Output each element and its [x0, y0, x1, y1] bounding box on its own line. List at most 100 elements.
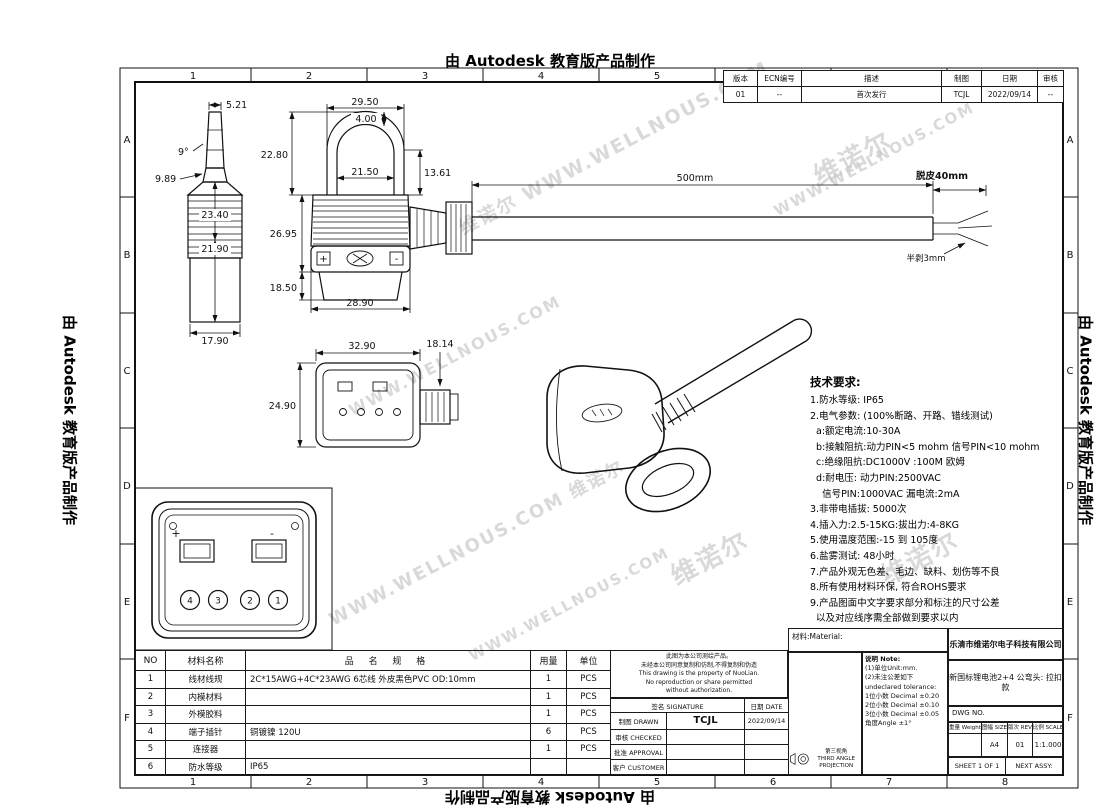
signature-row: 批准 APPROVAL: [610, 743, 789, 760]
tech-requirement-line: 8.所有使用材料环保, 符合ROHS要求: [810, 582, 967, 594]
note-line: 2位小数 Decimal ±0.10: [865, 701, 940, 710]
disclaimer: 此图为本公司测绘产品。 未经本公司同意复制和仿制,不得复制和伪造 This dr…: [610, 650, 788, 698]
product-title: 新国标锂电池2+4 公弯头: 拉扣款: [948, 660, 1063, 706]
technical-requirements: 技术要求: 1.防水等级: IP65 2.电气参数: (100%断路、开路、错线…: [810, 374, 1063, 627]
size-spec: 图幅 SIZE A4: [980, 723, 1008, 756]
side-view-dim-labels: 5.21 9° 9.89 23.40 21.90 17.90: [155, 100, 247, 347]
edu-banner-bottom: 由 Autodesk 教育版产品制作: [444, 788, 656, 806]
zone-label: B: [124, 250, 131, 261]
tech-requirement-line: c:绝缘阻抗:DC1000V :100M 欧姆: [810, 457, 965, 469]
signature-row: 客户 CUSTOMER: [610, 758, 789, 776]
projection-cell: 第三视角 THIRD ANGLE PROJECTION: [788, 652, 862, 775]
zone-label: 4: [538, 71, 544, 82]
pin-number: 2: [247, 597, 253, 607]
bom-row: 4 端子插针 铜镀镍 120U 6 PCS: [135, 722, 611, 741]
dimension-label: 9.89: [155, 174, 176, 185]
bom-row: 5 连接器 1 PCS: [135, 740, 611, 759]
zone-label: 1: [190, 777, 196, 788]
signature-row: 审核 CHECKED: [610, 728, 789, 745]
dimension-label: 23.40: [201, 210, 228, 221]
signature-header: 签名 SIGNATURE: [610, 698, 745, 713]
scale-spec: 比例 SCALE 1:1.000: [1031, 723, 1062, 756]
company-name: 乐清市维诺尔电子科技有限公司: [948, 628, 1063, 660]
signoff-role: 客户 CUSTOMER: [610, 758, 667, 776]
bom-cell: PCS: [566, 705, 611, 724]
signoff-signature: TCJL: [666, 712, 745, 730]
note-line: (1)单位Unit:mm.: [865, 664, 918, 673]
signoff-date: [744, 758, 789, 776]
bom-cell: 1: [530, 670, 567, 689]
size-value: A4: [989, 741, 1000, 749]
bottom-view: [315, 362, 459, 448]
signature-table: 签名 SIGNATURE 日期 DATE 制图 DRAWN TCJL 2022/…: [610, 698, 789, 776]
dimension-label: 24.90: [269, 401, 296, 412]
bom-cell: IP65: [245, 757, 531, 776]
enlarged-face-view: [134, 487, 333, 651]
projection-label-en: THIRD ANGLE PROJECTION: [817, 756, 855, 769]
notes-cell: 说明 Note: (1)单位Unit:mm. (2)未注公差如下 undecla…: [862, 652, 948, 775]
bom-cell: 3: [135, 705, 166, 724]
bom-header: 单位: [566, 650, 611, 671]
zone-label: E: [1067, 597, 1073, 608]
dimension-label: 32.90: [348, 341, 375, 352]
plus-mark: +: [319, 254, 327, 265]
bom-cell: [245, 705, 531, 724]
bom-cell: 2C*15AWG+4C*23AWG 6芯线 外皮黑色PVC OD:10mm: [245, 670, 531, 689]
pin-number: 4: [187, 597, 193, 607]
revision-header: 制图: [941, 70, 982, 87]
note-line: undeclared tolerance:: [865, 682, 937, 691]
dimension-label: 脱皮40mm: [916, 170, 968, 182]
zone-label: 4: [538, 777, 544, 788]
tech-requirement-line: 9.产品图面中文字要求部分和标注的尺寸公差: [810, 597, 1000, 609]
enlarged-face-labels: + - 4 3 2 1: [171, 527, 280, 607]
zone-label: A: [1067, 135, 1074, 146]
note-line: 3位小数 Decimal ±0.05: [865, 710, 940, 719]
signoff-role: 制图 DRAWN: [610, 712, 667, 730]
minus-mark: -: [270, 527, 274, 540]
cable-dimensions: [471, 181, 987, 255]
disclaimer-line: This drawing is the property of NuoLian.: [638, 670, 760, 678]
notes-title: 说明 Note:: [865, 655, 901, 663]
revision-cell: 首次发行: [801, 86, 942, 103]
dimension-label: 18.50: [270, 283, 297, 294]
revision-header: 描述: [801, 70, 942, 87]
zone-label: C: [124, 366, 131, 377]
bom-header: 品 名 规 格: [245, 650, 531, 671]
bom-cell: 外模胶料: [165, 705, 246, 724]
zone-label: 2: [306, 71, 312, 82]
bom-row: 2 内模材料 1 PCS: [135, 687, 611, 706]
zone-label: 5: [654, 71, 660, 82]
note-line: (2)未注公差如下: [865, 673, 914, 682]
tech-requirement-line: b:接触阻抗:动力PIN<5 mohm 信号PIN<10 mohm: [810, 441, 1040, 453]
bom-cell: 连接器: [165, 740, 246, 759]
dimension-label: 29.50: [351, 97, 378, 108]
dimension-label: 500mm: [677, 173, 714, 184]
third-angle-projection-icon: [790, 752, 809, 766]
bom-cell: 6: [530, 722, 567, 741]
zone-label: F: [1067, 713, 1073, 724]
plus-mark: +: [171, 527, 180, 540]
tech-requirement-line: a:额定电流:10-30A: [810, 426, 901, 438]
revision-header: 版本: [723, 70, 758, 87]
bom-cell: [566, 757, 611, 776]
scale-label: 比例 SCALE: [1032, 723, 1062, 734]
cable-dim-labels: 500mm 脱皮40mm 半剥3mm: [677, 170, 968, 264]
signoff-role: 审核 CHECKED: [610, 728, 667, 745]
bom-cell: [530, 757, 567, 776]
tech-requirement-line: 1.防水等级: IP65: [810, 395, 884, 406]
signoff-signature: [666, 758, 745, 776]
zone-ticks: [120, 68, 1078, 788]
bom-cell: 1: [135, 670, 166, 689]
dimension-label: 13.61: [424, 168, 451, 179]
bom-cell: [245, 740, 531, 759]
zone-label: 6: [770, 777, 776, 788]
front-view: [310, 110, 411, 301]
zone-label: F: [124, 713, 130, 724]
bom-cell: 端子插针: [165, 722, 246, 741]
tech-requirement-line: 2.电气参数: (100%断路、开路、错线测试): [810, 410, 993, 422]
bom-cell: 内模材料: [165, 687, 246, 706]
bom-header: 用量: [530, 650, 567, 671]
isometric-view: [546, 318, 813, 513]
material-label: 材料:Material:: [792, 632, 843, 641]
